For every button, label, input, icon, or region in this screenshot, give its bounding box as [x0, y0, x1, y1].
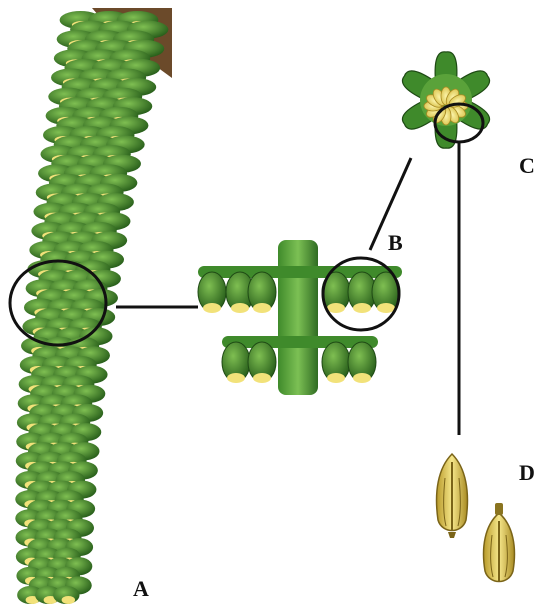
panel-label-d: D	[519, 462, 535, 484]
panel-label-b: B	[388, 232, 403, 254]
panel-label-a: A	[133, 578, 149, 600]
flower-c	[402, 52, 489, 148]
anther-d-1	[437, 454, 468, 538]
section-b	[198, 240, 402, 395]
panel-label-c: C	[519, 155, 535, 177]
anther-d-2	[484, 503, 515, 582]
